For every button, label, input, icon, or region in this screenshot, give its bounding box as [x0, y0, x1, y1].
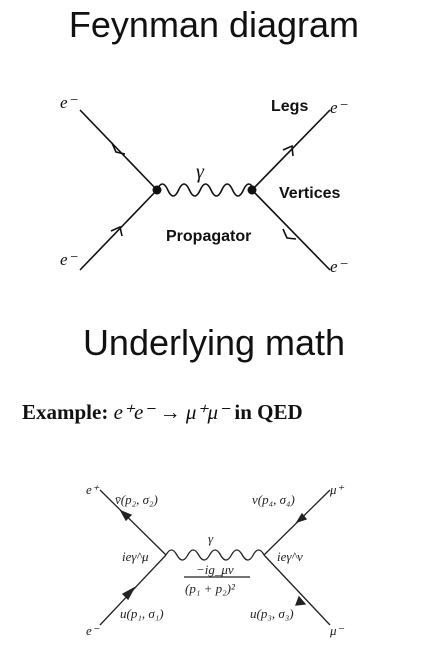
legs-label: Legs [271, 98, 308, 115]
electron-label-bottom-left: e⁻ [60, 250, 79, 269]
muplus-label: μ⁺ [329, 482, 345, 497]
example-reaction: e⁺e⁻ → μ⁺μ⁻ [113, 400, 230, 424]
vbar-spinor-label: v̄(p₂, σ₂) [115, 492, 158, 507]
eplus-label: e⁺ [86, 482, 100, 497]
vertex-left-factor: ieγ^μ [122, 549, 149, 564]
leg-bottom-left [79, 189, 158, 271]
photon-propagator [156, 183, 255, 197]
leg-eplus [99, 489, 167, 556]
leg-top-right [251, 109, 331, 191]
arrow-muplus [295, 512, 308, 524]
electron-label-top-right: e⁻ [330, 98, 349, 117]
eminus-label: e⁻ [86, 623, 100, 638]
electron-label-top-left: e⁻ [60, 93, 79, 112]
propagator-denominator: (p₁ + p₂)² [185, 581, 236, 596]
qed-photon-symbol: γ [208, 531, 214, 546]
electron-label-bottom-right: e⁻ [330, 257, 349, 276]
arrow-top-right [282, 144, 294, 157]
arrow-top-left [111, 142, 126, 155]
u-spinor-label-left: u(p₁, σ₁) [120, 606, 164, 621]
muminus-label: μ⁻ [329, 623, 345, 638]
qed-photon-propagator [165, 549, 265, 561]
photon-symbol: γ [196, 161, 205, 183]
arrow-bottom-left [110, 225, 123, 237]
vertex-right-factor: ieγ^ν [277, 549, 303, 564]
v-spinor-label: v(p₄, σ₄) [252, 492, 295, 507]
example-suffix: in QED [234, 400, 303, 424]
arrow-eplus [119, 509, 133, 522]
arrow-eminus [121, 586, 136, 601]
qed-diagram [99, 489, 331, 626]
vertices-label: Vertices [279, 185, 340, 202]
underlying-math-title: Underlying math [82, 322, 346, 363]
arrow-bottom-right [282, 228, 297, 240]
propagator-label: Propagator [166, 228, 251, 245]
leg-top-left [79, 109, 158, 191]
leg-bottom-right [251, 189, 331, 271]
example-line: Example: e⁺e⁻ → μ⁺μ⁻ in QED [22, 400, 303, 425]
vertex-left [152, 185, 162, 195]
top-diagram [79, 109, 331, 271]
propagator-numerator: −ig_μν [196, 562, 234, 577]
arrow-muminus [295, 595, 307, 606]
leg-muminus [263, 554, 331, 626]
example-prefix: Example: [22, 400, 109, 424]
u-spinor-label-right: u(p₃, σ₃) [250, 606, 294, 621]
feynman-diagram-title: Feynman diagram [68, 4, 360, 45]
vertex-right [247, 185, 257, 195]
